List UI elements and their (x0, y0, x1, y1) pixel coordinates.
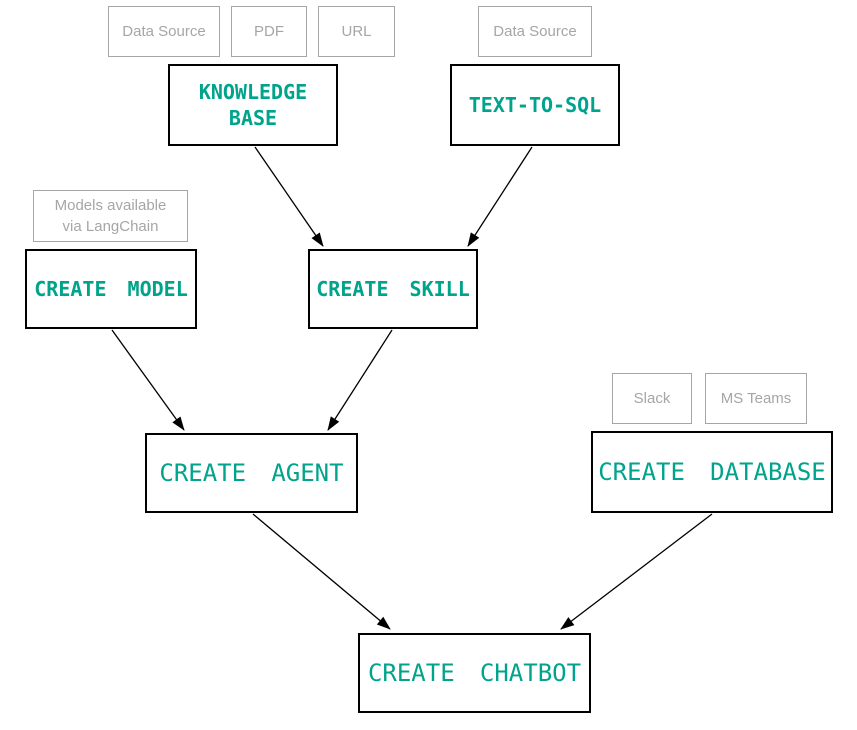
node-create-model: CREATE MODEL (25, 249, 197, 329)
tag-slack-label: Slack (633, 390, 671, 407)
tag-models-langchain-line2: via LangChain (62, 218, 159, 235)
arrow-text-to-sql-to-create-skill (467, 146, 533, 247)
tag-ms-teams: MS Teams (705, 373, 807, 424)
tag-ms-teams-label: MS Teams (720, 390, 792, 407)
tag-pdf-label: PDF (254, 23, 284, 40)
arrow-create-agent-to-create-chatbot (252, 513, 391, 630)
node-create-model-label: CREATE MODEL (34, 277, 188, 301)
node-create-skill: CREATE SKILL (308, 249, 478, 329)
tag-slack: Slack (612, 373, 692, 424)
tag-data-source-kb: Data Source (108, 6, 220, 57)
node-create-chatbot: CREATE CHATBOT (358, 633, 591, 713)
node-create-database-label: CREATE DATABASE (598, 458, 826, 486)
arrow-knowledge-base-to-create-skill (254, 146, 324, 247)
node-knowledge-base-line2: BASE (228, 106, 278, 130)
node-knowledge-base: KNOWLEDGE BASE (168, 64, 338, 146)
arrow-create-skill-to-create-agent (327, 329, 393, 431)
tag-url: URL (318, 6, 395, 57)
node-create-database: CREATE DATABASE (591, 431, 833, 513)
node-create-skill-label: CREATE SKILL (316, 277, 470, 301)
node-create-agent-label: CREATE AGENT (159, 459, 344, 487)
tag-url-label: URL (341, 23, 372, 40)
tag-data-source-kb-label: Data Source (122, 23, 206, 40)
tag-models-langchain-line1: Models available (54, 197, 167, 214)
node-create-agent: CREATE AGENT (145, 433, 358, 513)
arrow-create-database-to-create-chatbot (560, 513, 713, 630)
node-knowledge-base-line1: KNOWLEDGE (198, 80, 308, 104)
arrow-create-model-to-create-agent (111, 329, 185, 431)
tag-models-langchain: Models available via LangChain (33, 190, 188, 242)
tag-data-source-sql: Data Source (478, 6, 592, 57)
node-create-chatbot-label: CREATE CHATBOT (367, 659, 582, 687)
node-text-to-sql: TEXT-TO-SQL (450, 64, 620, 146)
tag-pdf: PDF (231, 6, 307, 57)
tag-data-source-sql-label: Data Source (493, 23, 577, 40)
node-text-to-sql-label: TEXT-TO-SQL (468, 93, 602, 117)
